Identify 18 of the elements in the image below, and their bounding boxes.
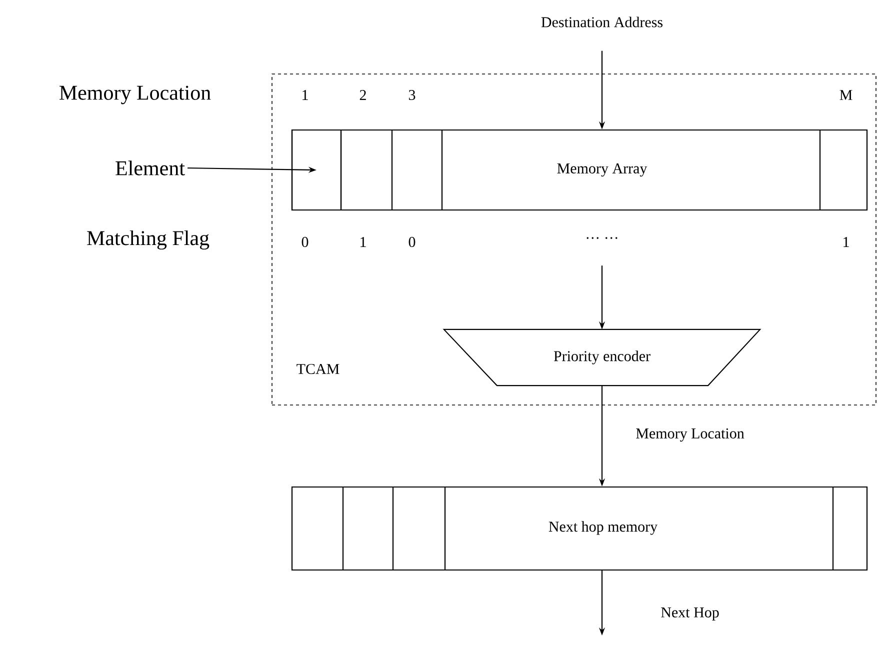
edge-label: Memory Location bbox=[634, 427, 746, 443]
column-number: 1 bbox=[302, 90, 308, 100]
flag-value: 1 bbox=[360, 237, 366, 247]
column-number: M bbox=[840, 90, 852, 100]
column-number: 3 bbox=[408, 90, 416, 100]
flag-value: 1 bbox=[844, 237, 849, 247]
side-label: Memory Location bbox=[60, 86, 211, 104]
input-label: Destination Address bbox=[541, 16, 662, 28]
side-label: Element bbox=[116, 160, 185, 176]
flag-value: 0 bbox=[408, 236, 416, 248]
ellipsis: ··· ··· bbox=[586, 237, 618, 239]
side-label: Matching Flag bbox=[87, 230, 210, 250]
flag-value: 0 bbox=[302, 236, 308, 248]
column-number: 2 bbox=[360, 90, 366, 100]
memory-array: Memory Array bbox=[291, 129, 868, 211]
edge-label: Next Hop bbox=[660, 606, 720, 622]
array-cell bbox=[291, 129, 342, 211]
memory-box: Next hop memory bbox=[291, 486, 868, 571]
